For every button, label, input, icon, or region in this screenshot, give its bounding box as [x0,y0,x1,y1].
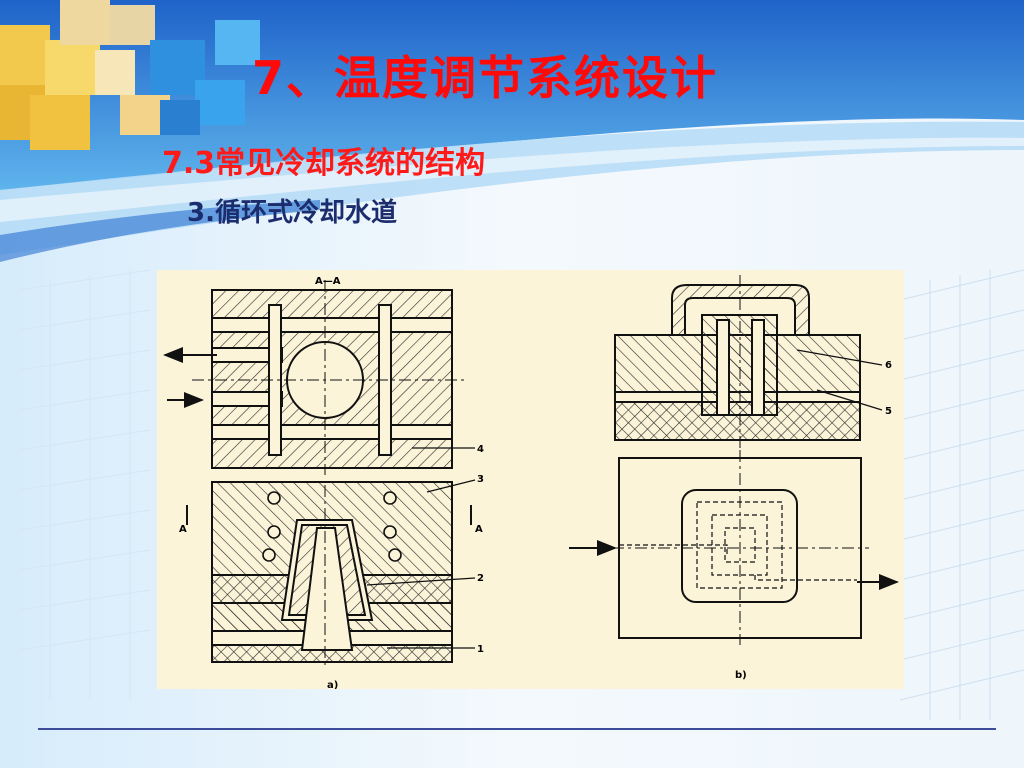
callout-1: 1 [477,644,484,655]
callout-6: 6 [885,360,892,371]
panel-a-section-view [211,481,453,665]
topic-heading: 3.循环式冷却水道 [187,198,397,228]
section-marker-right: A [475,524,483,535]
callout-2: 2 [477,573,484,584]
coolant-holes [262,491,402,562]
cube-decoration [0,0,260,150]
callout-lines-b [796,349,883,411]
section-subtitle: 7.3常见冷却系统的结构 [162,146,486,181]
technical-drawing: A—A A A [163,275,899,691]
cooling-channel-figure: A—A A A [157,270,904,691]
panel-a-caption: a) [327,680,338,689]
panel-b-caption: b) [735,670,747,681]
slide-title: 7、温度调节系统设计 [252,51,719,105]
footer-rule [38,728,996,730]
callout-lines-a [366,447,476,649]
callout-3: 3 [477,474,484,485]
callout-5: 5 [885,406,892,417]
panel-b-top-view [612,450,869,645]
callout-4: 4 [477,444,484,455]
panel-b-section-view [614,275,861,450]
section-label: A—A [315,276,341,287]
section-marker-left: A [179,524,187,535]
panel-a-top-view [192,280,467,475]
